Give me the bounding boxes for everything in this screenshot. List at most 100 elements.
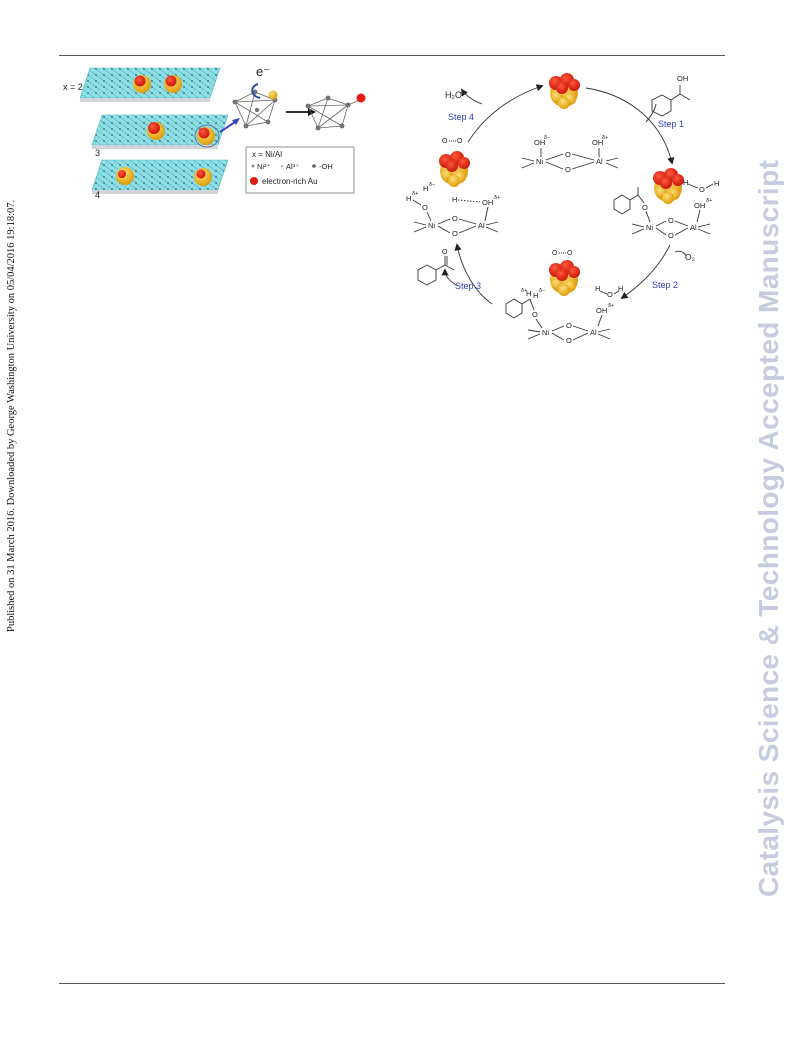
oh-dot-icon <box>312 164 316 168</box>
svg-text:OH: OH <box>482 198 493 207</box>
au-cluster <box>133 75 151 93</box>
ni-dot-icon <box>251 164 255 168</box>
svg-text:Al: Al <box>690 223 697 232</box>
legend-au: electron-rich Au <box>262 177 318 186</box>
svg-text:δ−: δ− <box>539 288 545 294</box>
svg-text:Al: Al <box>478 221 485 230</box>
support-left: H δ+ H δ− O H OH δ+ Ni Al O O <box>406 182 500 238</box>
step-2-label: Step 2 <box>652 280 678 290</box>
step-1-label: Step 1 <box>658 119 684 129</box>
support-bottom: H δ+ H δ− O H O H OH δ+ Ni Al O O <box>505 284 623 345</box>
support-top: OH δ− OH δ+ Ni Al O O <box>521 135 619 174</box>
au-cluster <box>164 75 182 93</box>
legend-al: Al³⁺ <box>286 162 299 171</box>
svg-text:Al: Al <box>590 328 597 337</box>
legend-ni-al-ratio: x = Ni/Al <box>252 150 282 159</box>
row-label-x3: 3 <box>95 148 100 158</box>
peroxo-left: O O <box>442 138 463 145</box>
svg-text:Ni: Ni <box>536 157 543 166</box>
svg-text:O: O <box>457 138 463 145</box>
svg-text:δ−: δ− <box>544 135 550 141</box>
substrate-entry-arrow <box>645 103 657 123</box>
svg-text:Ni: Ni <box>428 221 435 230</box>
svg-text:O: O <box>668 216 674 225</box>
footer-rule <box>59 983 725 984</box>
step-4-label: Step 4 <box>448 112 474 122</box>
svg-text:δ+: δ+ <box>706 198 712 204</box>
svg-text:O: O <box>565 165 571 174</box>
water-release-arrow <box>461 88 483 105</box>
svg-text:Al: Al <box>596 157 603 166</box>
legend-oh: -OH <box>319 162 333 171</box>
au-cluster-right <box>653 168 684 204</box>
au-cluster <box>147 122 165 140</box>
svg-text:H: H <box>714 179 719 188</box>
svg-text:H: H <box>683 178 688 187</box>
svg-text:OH: OH <box>694 201 705 210</box>
step-3-label: Step 3 <box>455 281 481 291</box>
svg-text:H: H <box>618 284 623 293</box>
svg-text:O: O <box>567 250 573 257</box>
au-cluster-highlighted <box>194 124 220 148</box>
peroxo-bottom: O O <box>552 250 573 257</box>
svg-text:O: O <box>422 203 428 212</box>
svg-text:H: H <box>423 184 428 193</box>
svg-text:δ+: δ+ <box>412 191 418 197</box>
svg-text:O: O <box>668 231 674 240</box>
cycle-arrow-step2 <box>620 244 671 300</box>
svg-text:Ni: Ni <box>542 328 549 337</box>
phenylethanol-substrate: OH <box>651 74 691 117</box>
legend-ni: Ni²⁺ <box>257 162 271 171</box>
cycle-arrow-step4 <box>467 84 544 143</box>
row-label-x2: x = 2 <box>63 82 83 92</box>
header-rule <box>59 55 725 56</box>
svg-text:O: O <box>642 203 648 212</box>
oxygen-reagent: O₂ <box>685 252 695 262</box>
au-atom-icon <box>268 90 278 100</box>
svg-text:OH: OH <box>596 306 607 315</box>
ldh-gold-figure: x = 2 3 4 e⁻ x = Ni/Al Ni²⁺ Al³⁺ - <box>63 64 366 200</box>
svg-text:OH: OH <box>677 74 688 83</box>
o2-entry-arrow <box>674 250 687 257</box>
svg-text:O: O <box>452 229 458 238</box>
svg-text:H: H <box>533 291 538 300</box>
svg-text:O: O <box>532 310 538 319</box>
svg-text:OH: OH <box>534 138 545 147</box>
svg-text:O: O <box>442 138 448 145</box>
electron-transfer-arrow <box>251 83 261 99</box>
ketone-release-arrow <box>441 268 459 287</box>
au-cluster <box>194 168 212 186</box>
svg-text:O: O <box>442 249 448 256</box>
au-cluster-top <box>549 73 580 109</box>
acetophenone-product: O <box>417 249 455 286</box>
svg-text:O: O <box>452 214 458 223</box>
svg-text:O: O <box>699 185 705 194</box>
au-cluster-left <box>439 151 470 187</box>
au-cluster <box>116 167 134 185</box>
catalytic-cycle-figure: Step 1 Step 2 Step 3 Step 4 H₂O O₂ OH O … <box>406 73 719 345</box>
electron-rich-au-icon <box>250 177 258 185</box>
row-label-x4: 4 <box>95 190 100 200</box>
publication-note: Published on 31 March 2016. Downloaded b… <box>6 199 17 632</box>
svg-text:δ+: δ+ <box>494 195 500 201</box>
svg-text:δ−: δ− <box>429 182 435 188</box>
electron-label: e⁻ <box>256 64 270 79</box>
svg-text:O: O <box>552 250 558 257</box>
electron-rich-au-atom <box>356 93 366 103</box>
cycle-arrow-step1 <box>585 87 675 165</box>
svg-text:Ni: Ni <box>646 223 653 232</box>
svg-text:H: H <box>406 194 411 203</box>
octahedron-after <box>305 95 361 131</box>
svg-text:O: O <box>607 290 613 299</box>
legend: x = Ni/Al Ni²⁺ Al³⁺ -OH electron-rich Au <box>245 146 355 194</box>
accepted-manuscript-watermark: Catalysis Science & Technology Accepted … <box>753 159 784 897</box>
svg-text:O: O <box>565 150 571 159</box>
svg-text:O: O <box>566 321 572 330</box>
svg-text:δ+: δ+ <box>521 288 527 294</box>
svg-text:H: H <box>452 195 457 204</box>
au-cluster-bottom <box>549 260 580 296</box>
support-right: O H O H OH δ+ Ni Al O O <box>613 178 719 240</box>
svg-text:δ+: δ+ <box>608 303 614 309</box>
svg-text:H: H <box>526 289 531 298</box>
svg-text:O: O <box>566 336 572 345</box>
